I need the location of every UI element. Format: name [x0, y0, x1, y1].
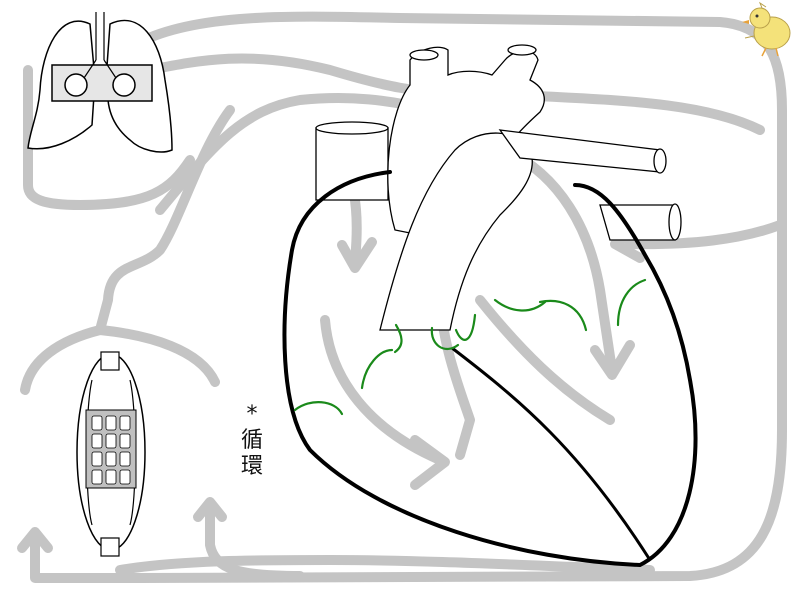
caption-line-2: 環 — [240, 454, 263, 479]
caption-label: * 循 環 — [238, 402, 266, 480]
valves — [293, 278, 647, 416]
caption-marker: * — [246, 402, 258, 427]
muscle-icon — [76, 351, 146, 557]
chick-icon — [742, 1, 791, 57]
heart-icon — [282, 44, 698, 568]
caption-line-1: 循 — [240, 428, 263, 453]
lungs-icon — [27, 12, 173, 153]
